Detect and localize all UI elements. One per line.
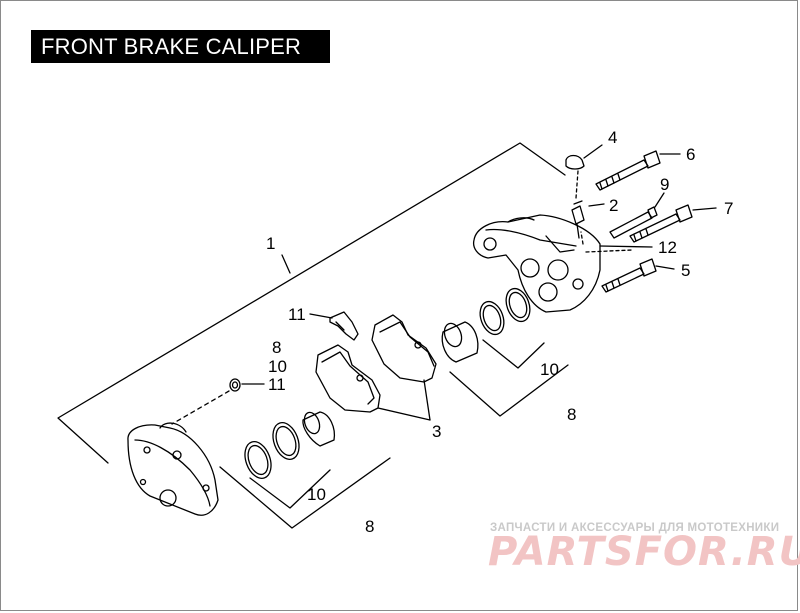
label-7: 7 (724, 199, 733, 218)
leader-9 (654, 192, 665, 208)
label-9: 9 (660, 175, 669, 194)
label-11-top: 11 (288, 305, 306, 324)
label-12: 12 (658, 238, 677, 257)
pin-9 (609, 206, 658, 239)
label-10-left: 10 (307, 485, 326, 504)
outer-caliper-half (127, 422, 219, 516)
bleeder-valve (571, 200, 585, 239)
inner-piston-group (441, 287, 531, 363)
label-11-left: 11 (268, 375, 286, 394)
small-seal (229, 378, 241, 392)
leader-1 (281, 254, 291, 274)
leader-5 (655, 265, 675, 270)
label-8-right: 8 (567, 405, 576, 424)
label-8-left: 8 (365, 517, 374, 536)
leader-12 (599, 245, 653, 248)
bracket-10-right (482, 339, 545, 369)
label-3: 3 (432, 422, 441, 441)
label-10-upper: 10 (268, 357, 287, 376)
bracket-8-right (449, 364, 569, 417)
assembly-bracket-1 (57, 142, 566, 464)
bleeder-cap (565, 154, 585, 199)
mounting-bolt-7 (629, 204, 693, 243)
label-4: 4 (608, 128, 617, 147)
brake-pad-inner (371, 314, 437, 383)
leader-4 (583, 144, 603, 159)
watermark-brand: PARTSFOR.RU (488, 529, 800, 575)
label-1: 1 (266, 234, 275, 253)
outer-piston-group (244, 411, 336, 479)
label-8-upper: 8 (272, 338, 281, 357)
label-5: 5 (681, 261, 690, 280)
pad-spring (329, 311, 359, 341)
label-6: 6 (686, 145, 695, 164)
mounting-bolt-5 (601, 258, 657, 293)
leader-3a (377, 407, 431, 421)
leader-11-top (309, 313, 333, 319)
leader-7 (692, 207, 717, 211)
diagram-title: FRONT BRAKE CALIPER (31, 30, 330, 63)
bracket-10-left (249, 469, 331, 509)
label-10-right: 10 (540, 360, 559, 379)
brake-pad-outer (315, 344, 381, 413)
mounting-bolt-6 (595, 150, 661, 191)
bracket-8-left (219, 457, 391, 529)
inner-caliper-half (472, 214, 601, 313)
watermark-tagline: ЗАПЧАСТИ И АКСЕССУАРЫ ДЛЯ МОТОТЕХНИКИ (490, 522, 779, 534)
leader-3b (423, 379, 431, 421)
leader-2 (588, 203, 605, 207)
label-2: 2 (609, 196, 618, 215)
